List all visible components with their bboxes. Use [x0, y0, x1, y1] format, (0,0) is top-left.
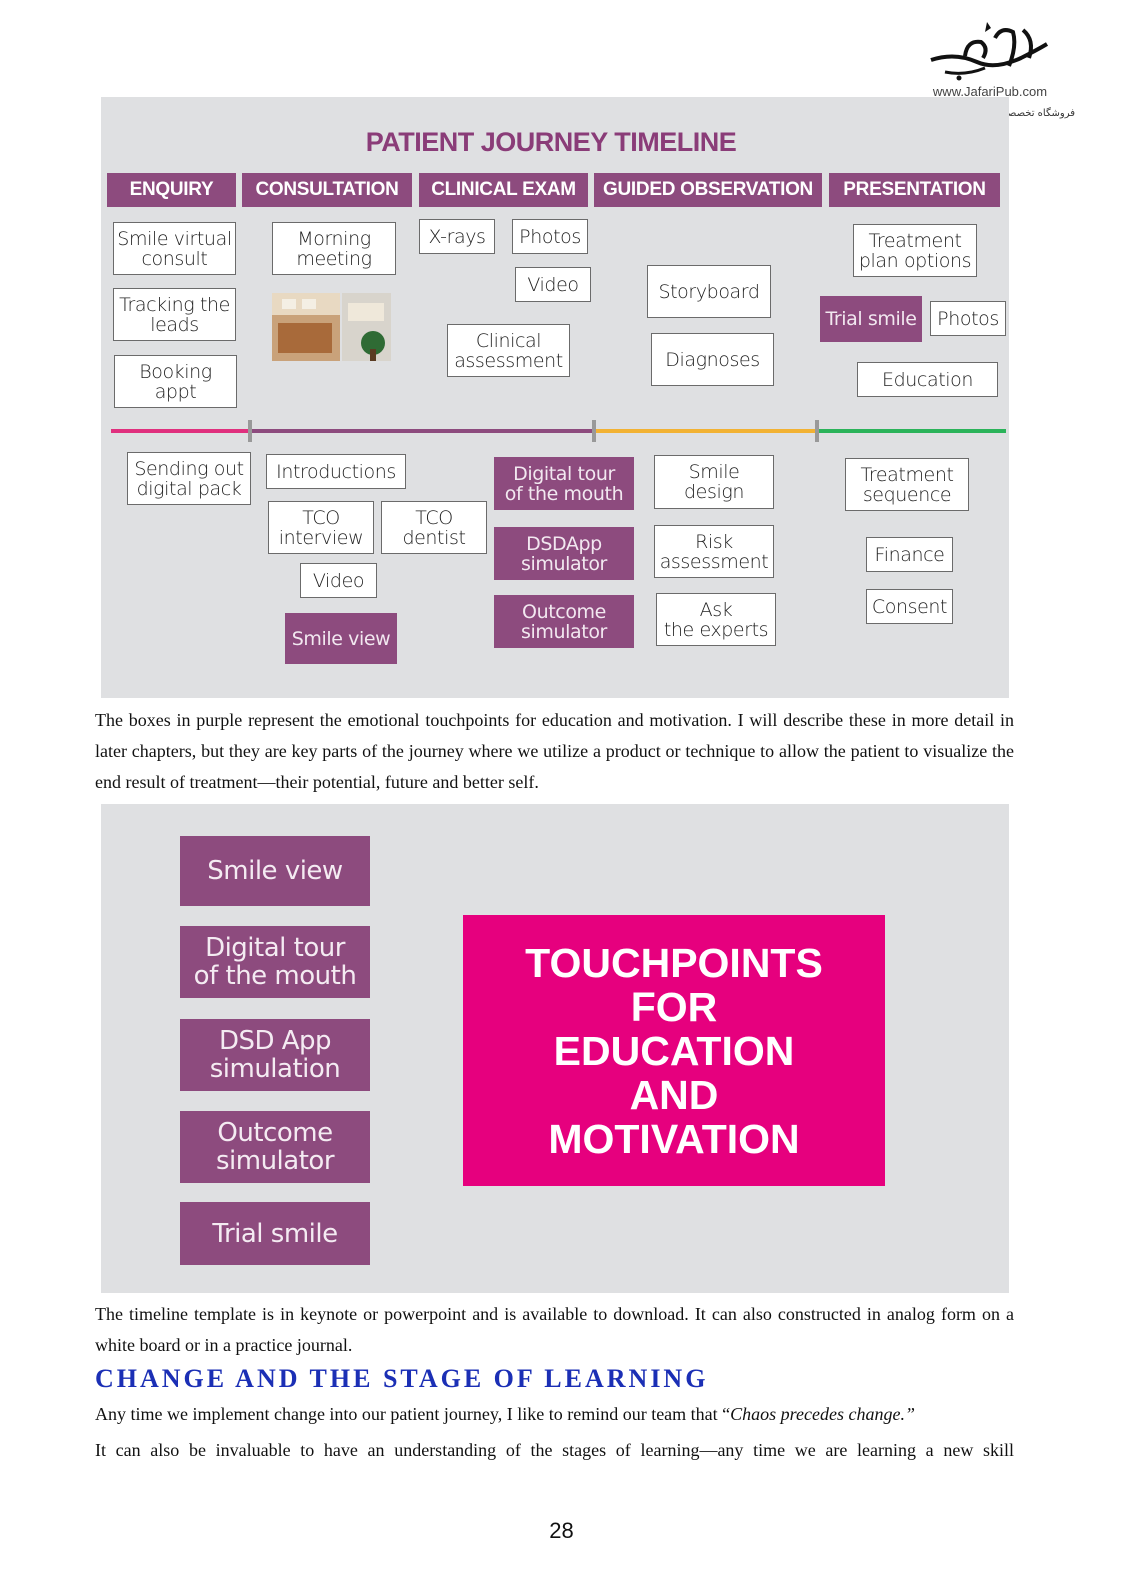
calligraphy-logo-icon	[925, 18, 1055, 82]
box-digital-tour: Digital tour of the mouth	[494, 457, 634, 510]
box-tco-interview: TCO interview	[268, 501, 374, 554]
paragraph-3-quote: Chaos precedes change.”	[730, 1404, 915, 1424]
box-introductions: Introductions	[266, 454, 406, 489]
phase-enquiry: ENQUIRY	[107, 173, 236, 207]
box-xrays: X-rays	[419, 219, 495, 254]
body-paragraph-2: The timeline template is in keynote or p…	[95, 1299, 1014, 1361]
box-diagnoses: Diagnoses	[651, 333, 774, 386]
touchpoint-trial-smile: Trial smile	[180, 1202, 370, 1265]
touchpoint-outcome-simulator: Outcome simulator	[180, 1111, 370, 1183]
section-heading: CHANGE AND THE STAGE OF LEARNING	[95, 1364, 708, 1394]
timeline-segment-presentation	[817, 429, 1006, 433]
touchpoints-label: TOUCHPOINTS FOR EDUCATION AND MOTIVATION	[463, 915, 885, 1186]
timeline-segment-consultation-exam	[250, 429, 594, 433]
box-smile-view: Smile view	[285, 613, 397, 664]
box-booking-appt: Booking appt	[114, 355, 237, 408]
timeline-segment-enquiry	[111, 429, 250, 433]
box-tco-dentist: TCO dentist	[381, 501, 487, 554]
timeline-tick	[592, 420, 596, 442]
box-video-exam: Video	[515, 267, 591, 302]
body-paragraph-1: The boxes in purple represent the emotio…	[95, 705, 1014, 798]
touchpoints-figure: Smile view Digital tour of the mouth DSD…	[101, 804, 1009, 1293]
timeline-tick	[248, 420, 252, 442]
box-smile-design: Smile design	[654, 455, 774, 509]
timeline-segment-observation	[594, 429, 817, 433]
box-morning-meeting: Morning meeting	[272, 222, 396, 275]
phase-presentation: PRESENTATION	[829, 173, 1000, 207]
touchpoint-smile-view: Smile view	[180, 836, 370, 906]
figure-title: PATIENT JOURNEY TIMELINE	[101, 127, 1001, 158]
box-tracking-leads: Tracking the leads	[113, 288, 236, 341]
box-storyboard: Storyboard	[647, 265, 771, 318]
touchpoint-digital-tour: Digital tour of the mouth	[180, 926, 370, 998]
phase-clinical-exam: CLINICAL EXAM	[419, 173, 588, 207]
body-paragraph-3: Any time we implement change into our pa…	[95, 1399, 1014, 1430]
touchpoint-dsd-app-simulation: DSD App simulation	[180, 1019, 370, 1091]
timeline-tick	[815, 420, 819, 442]
box-ask-the-experts: Ask the experts	[656, 593, 776, 646]
box-consent: Consent	[866, 589, 953, 624]
patient-journey-timeline-figure: PATIENT JOURNEY TIMELINE ENQUIRY CONSULT…	[101, 97, 1009, 698]
phase-consultation: CONSULTATION	[242, 173, 412, 207]
body-paragraph-4: It can also be invaluable to have an und…	[95, 1435, 1014, 1466]
box-risk-assessment: Risk assessment	[654, 525, 774, 578]
reception-photo-icon	[272, 293, 391, 361]
box-treatment-plan-options: Treatment plan options	[853, 224, 977, 277]
box-smile-virtual-consult: Smile virtual consult	[113, 222, 236, 275]
box-outcome-simulator: Outcome simulator	[494, 595, 634, 648]
box-treatment-sequence: Treatment sequence	[845, 458, 969, 511]
box-dsdapp-simulator: DSDApp simulator	[494, 527, 634, 580]
paragraph-3-text: Any time we implement change into our pa…	[95, 1404, 730, 1424]
box-clinical-assessment: Clinical assessment	[447, 324, 570, 377]
box-education: Education	[857, 362, 998, 397]
box-finance: Finance	[866, 537, 953, 572]
page-number: 28	[0, 1518, 1123, 1544]
box-sending-out-digital-pack: Sending out digital pack	[127, 452, 251, 505]
box-photos-presentation: Photos	[930, 301, 1006, 336]
box-trial-smile: Trial smile	[820, 296, 922, 342]
phase-guided-observation: GUIDED OBSERVATION	[594, 173, 822, 207]
box-video-consult: Video	[300, 563, 377, 598]
box-photos-exam: Photos	[512, 219, 588, 254]
